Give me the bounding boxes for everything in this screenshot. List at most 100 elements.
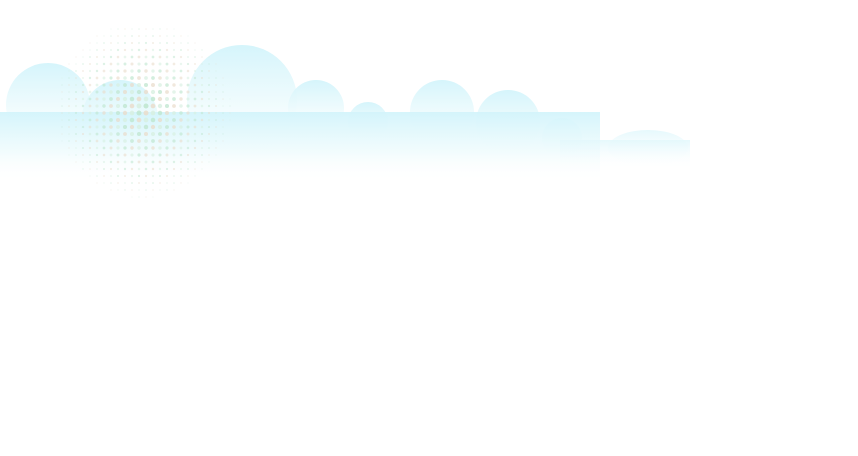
halftone-dot xyxy=(144,153,148,157)
halftone-dot xyxy=(88,104,92,108)
halftone-dot xyxy=(116,153,120,157)
halftone-dot xyxy=(122,103,128,109)
halftone-dot xyxy=(179,76,183,80)
halftone-dot xyxy=(68,126,70,128)
halftone-dot xyxy=(110,35,112,37)
halftone-dot xyxy=(137,160,141,164)
halftone-dot xyxy=(207,118,211,122)
halftone-dot xyxy=(102,146,106,150)
halftone-dot xyxy=(124,35,126,37)
halftone-dot xyxy=(166,182,168,184)
halftone-dot xyxy=(96,49,98,51)
halftone-dot xyxy=(166,28,168,30)
halftone-dot xyxy=(81,125,85,129)
halftone-dot xyxy=(193,90,197,94)
halftone-dot xyxy=(173,35,175,37)
halftone-dot xyxy=(129,96,135,102)
halftone-dot xyxy=(186,97,190,101)
halftone-dot xyxy=(116,118,120,122)
halftone-dot xyxy=(151,41,155,45)
halftone-dot xyxy=(180,175,182,177)
halftone-dot xyxy=(193,132,197,136)
halftone-dot xyxy=(102,118,106,122)
halftone-dot xyxy=(145,35,147,37)
halftone-dot xyxy=(116,48,120,52)
halftone-dot xyxy=(61,77,63,79)
halftone-dot xyxy=(208,84,210,86)
halftone-dot xyxy=(82,168,84,170)
halftone-dot xyxy=(116,76,120,80)
halftone-dot xyxy=(173,175,175,177)
halftone-dot xyxy=(222,133,224,135)
halftone-dot xyxy=(180,35,182,37)
halftone-dot xyxy=(68,70,70,72)
halftone-dot xyxy=(95,90,99,94)
halftone-dot xyxy=(110,182,112,184)
halftone-dot xyxy=(103,182,105,184)
halftone-dot xyxy=(150,96,156,102)
halftone-dot xyxy=(116,132,120,136)
halftone-dot xyxy=(88,132,92,136)
halftone-dot xyxy=(137,153,141,157)
halftone-dot xyxy=(186,153,190,157)
halftone-dot xyxy=(61,91,63,93)
halftone-dot xyxy=(61,112,63,114)
halftone-dot xyxy=(95,160,99,164)
halftone-dot xyxy=(75,56,77,58)
halftone-dot xyxy=(110,28,112,30)
halftone-dot xyxy=(117,182,119,184)
halftone-dot xyxy=(187,49,189,51)
halftone-dot xyxy=(123,167,127,171)
halftone-dot xyxy=(116,83,120,87)
halftone-dot xyxy=(117,189,119,191)
halftone-dot xyxy=(82,63,84,65)
halftone-dot xyxy=(116,62,120,66)
halftone-dot xyxy=(193,104,197,108)
halftone-dot xyxy=(201,49,203,51)
halftone-dot xyxy=(157,96,163,102)
halftone-dot xyxy=(68,84,70,86)
halftone-dot xyxy=(172,160,176,164)
halftone-dot xyxy=(151,76,155,80)
halftone-dot xyxy=(82,154,84,156)
halftone-dot xyxy=(123,174,127,178)
halftone-dot xyxy=(166,35,168,37)
halftone-dot xyxy=(172,132,176,136)
halftone-dot xyxy=(172,146,176,150)
halftone-dot xyxy=(131,35,133,37)
halftone-dot xyxy=(157,110,163,116)
halftone-dot xyxy=(172,97,176,101)
halftone-dot xyxy=(123,153,127,157)
halftone-dot xyxy=(208,56,210,58)
halftone-dot xyxy=(137,146,141,150)
halftone-dot xyxy=(159,35,161,37)
halftone-dot xyxy=(193,83,197,87)
halftone-dot xyxy=(208,140,210,142)
halftone-dot xyxy=(103,42,105,44)
halftone-dot xyxy=(158,139,162,143)
halftone-dot xyxy=(165,153,169,157)
halftone-dot xyxy=(95,97,99,101)
halftone-dot xyxy=(116,69,120,73)
halftone-dot xyxy=(180,42,182,44)
halftone-dot xyxy=(215,91,217,93)
halftone-dot xyxy=(172,76,176,80)
halftone-dot xyxy=(88,69,92,73)
halftone-dot xyxy=(186,83,190,87)
halftone-dot xyxy=(131,196,133,198)
halftone-dot xyxy=(215,105,217,107)
halftone-dot xyxy=(68,98,70,100)
halftone-dot xyxy=(159,182,161,184)
halftone-dot xyxy=(222,77,224,79)
halftone-dot xyxy=(172,167,176,171)
halftone-dot xyxy=(81,139,85,143)
halftone-dot xyxy=(158,62,162,66)
halftone-dot xyxy=(82,49,84,51)
halftone-dot xyxy=(102,125,106,129)
halftone-dot xyxy=(166,175,168,177)
halftone-dot xyxy=(116,146,120,150)
halftone-dot xyxy=(215,133,217,135)
halftone-dot xyxy=(123,132,127,136)
halftone-dot xyxy=(75,161,77,163)
